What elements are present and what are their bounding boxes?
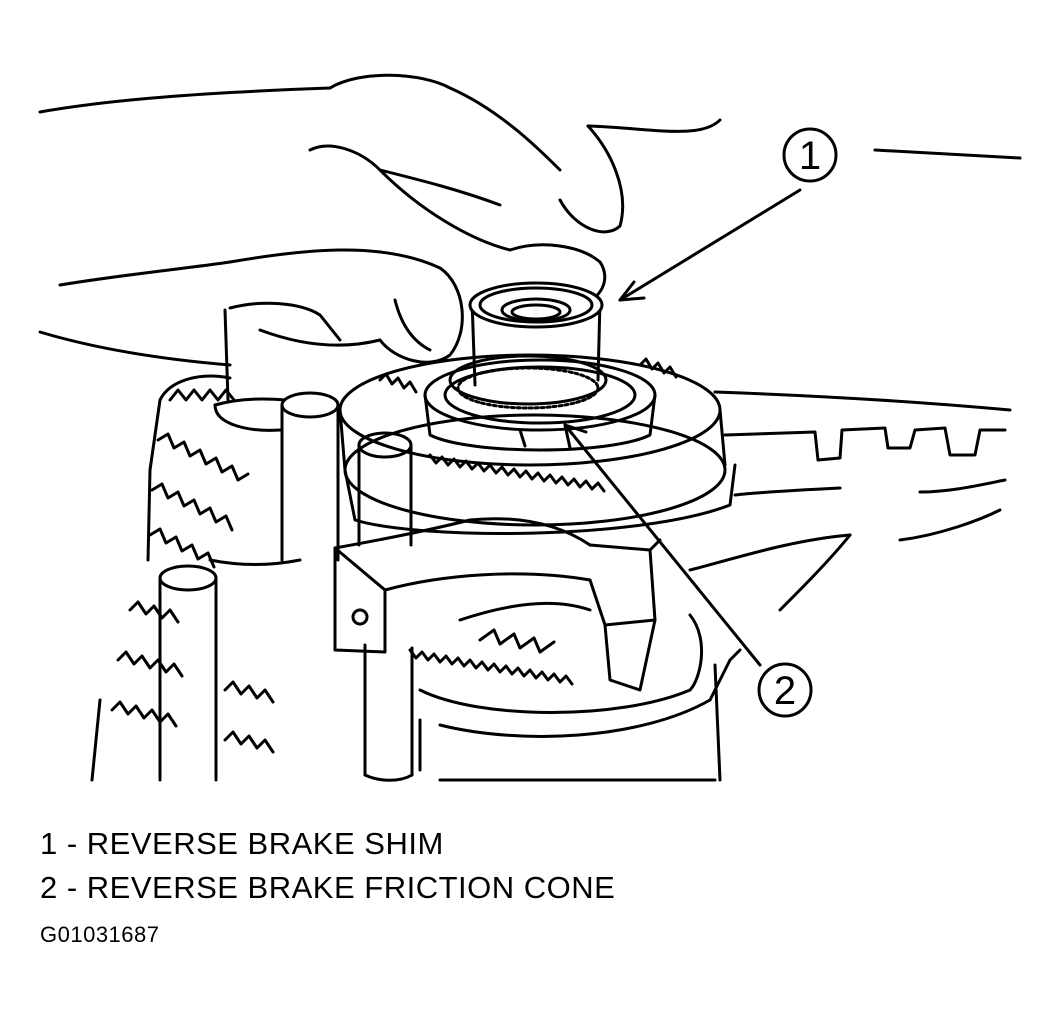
legend: 1 - REVERSE BRAKE SHIM 2 - REVERSE BRAKE… — [40, 822, 615, 910]
transmission-illustration: 1 2 — [38, 73, 1022, 782]
legend-item-1: 1 - REVERSE BRAKE SHIM — [40, 826, 444, 861]
callout-1-arrowhead — [618, 280, 646, 302]
figure-id: G01031687 — [40, 922, 160, 947]
callout-1-number: 1 — [799, 134, 821, 178]
synchronizer-assembly — [338, 281, 737, 535]
tool-pins — [158, 391, 414, 782]
callout-2-leader — [563, 423, 762, 667]
callout-1: 1 — [618, 127, 838, 302]
callout-2: 2 — [563, 423, 813, 718]
callout-2-arrowhead — [563, 423, 588, 450]
case-housing — [688, 390, 1012, 612]
background-line — [873, 148, 1022, 160]
lower-housing — [408, 613, 742, 782]
legend-item-2: 2 - REVERSE BRAKE FRICTION CONE — [40, 870, 616, 905]
hand — [38, 73, 722, 367]
shift-fork-bracket — [333, 517, 662, 692]
callout-1-leader — [618, 188, 802, 302]
callout-2-number: 2 — [774, 669, 796, 713]
cluster-gear — [90, 374, 302, 782]
